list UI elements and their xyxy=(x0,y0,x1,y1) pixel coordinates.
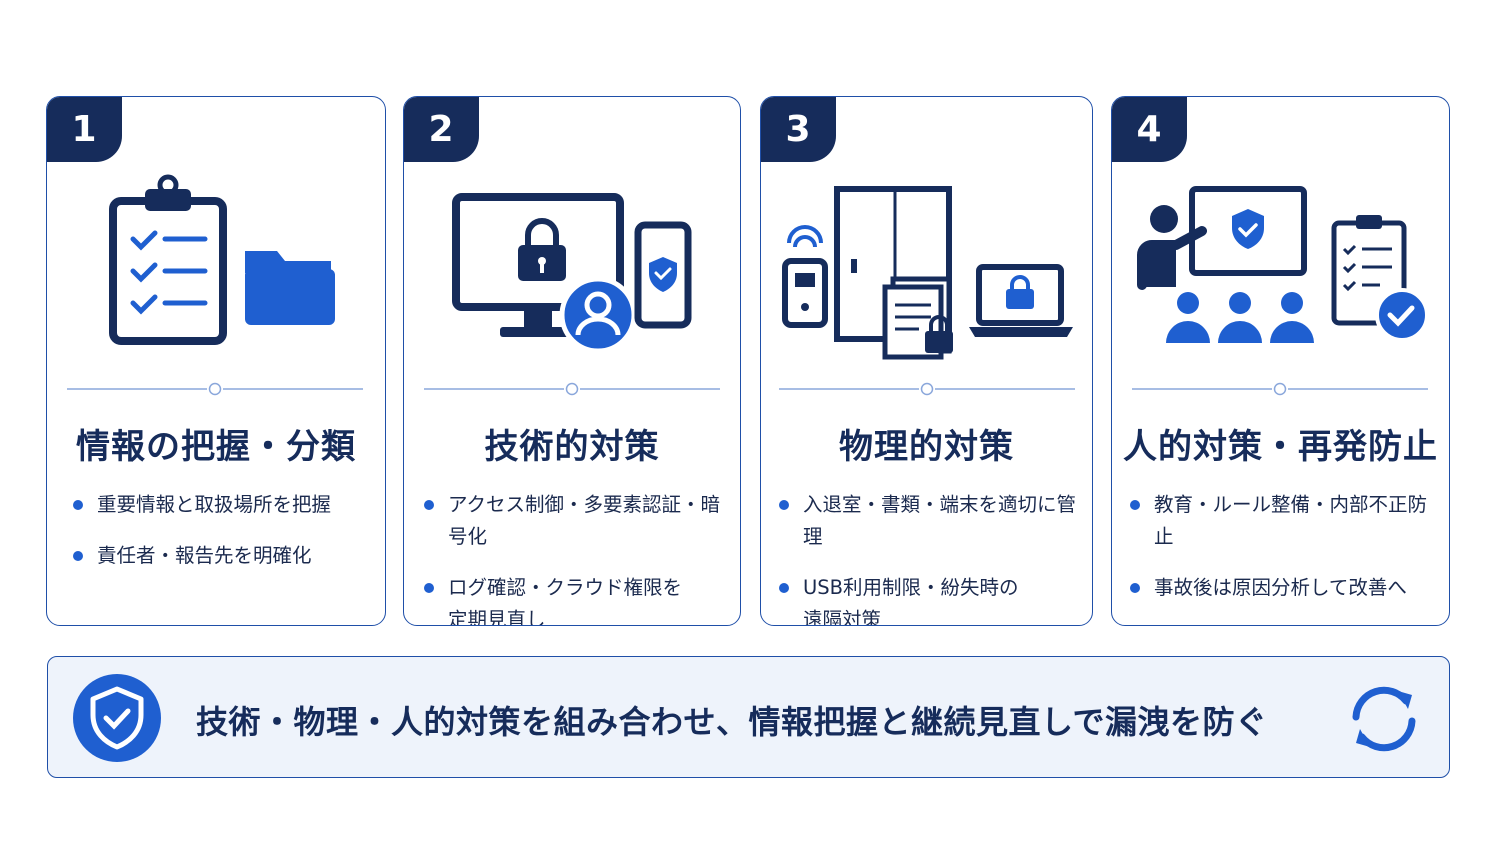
bullet-item: アクセス制御・多要素認証・暗号化 xyxy=(424,489,734,553)
laptop-lock-icon xyxy=(969,264,1073,337)
card-title: 技術的対策 xyxy=(484,427,660,467)
monitor-lock-icon xyxy=(452,193,624,337)
smartphone-shield-icon xyxy=(634,221,692,329)
card-2: 2 技術的対策 アクセス制御・多要素認証・暗号化 ログ確認・クラウド権限を 定 xyxy=(403,96,741,626)
card-3-illustration xyxy=(782,186,1073,360)
card-4-illustration xyxy=(1137,186,1429,343)
bullet-item: 事故後は原因分析して改善へ xyxy=(1130,572,1443,604)
bullet-item: 教育・ルール整備・内部不正防止 xyxy=(1130,489,1443,553)
clipboard-checklist-icon xyxy=(109,174,227,345)
card-divider xyxy=(779,382,1075,396)
summary-text: 技術・物理・人的対策を組み合わせ、情報把握と継続見直しで漏洩を防ぐ xyxy=(196,703,1268,741)
folder-icon xyxy=(245,251,335,325)
bullet-list: 入退室・書類・端末を適切に管理 USB利用制限・紛失時の 遠隔対策 xyxy=(779,489,1086,625)
card-4: 4 人的対策・再 xyxy=(1111,96,1450,626)
card-number: 1 xyxy=(47,97,122,162)
clipboard-check-badge-icon xyxy=(1331,215,1429,342)
card-number: 4 xyxy=(1112,97,1187,162)
documents-lock-icon xyxy=(882,276,953,360)
bullet-list: 重要情報と取扱場所を把握 責任者・報告先を明確化 xyxy=(73,489,379,591)
card-title: 情報の把握・分類 xyxy=(76,427,356,467)
card-1: 1 情報の把握・分類 重要情報と取扱場所を把握 責任者・報告先を明確化 xyxy=(46,96,386,626)
presenter-board-icon xyxy=(1137,186,1307,290)
bullet-item: 責任者・報告先を明確化 xyxy=(73,540,379,572)
card-divider xyxy=(424,382,720,396)
card-title: 人的対策・再発防止 xyxy=(1123,427,1438,467)
refresh-cycle-icon xyxy=(1352,686,1416,752)
card-number: 2 xyxy=(404,97,479,162)
shield-check-icon xyxy=(73,674,161,762)
bullet-item: 重要情報と取扱場所を把握 xyxy=(73,489,379,521)
bullet-item: USB利用制限・紛失時の 遠隔対策 xyxy=(779,572,1086,625)
card-title: 物理的対策 xyxy=(839,427,1014,467)
card-number: 3 xyxy=(761,97,836,162)
summary-banner: 技術・物理・人的対策を組み合わせ、情報把握と継続見直しで漏洩を防ぐ xyxy=(47,656,1450,778)
card-reader-icon xyxy=(782,225,828,328)
card-2-illustration xyxy=(452,193,692,354)
card-divider xyxy=(1132,382,1428,396)
bullet-item: ログ確認・クラウド権限を 定期見直し xyxy=(424,572,734,625)
audience-icon xyxy=(1166,292,1314,343)
card-divider xyxy=(67,382,363,396)
card-1-illustration xyxy=(109,174,335,345)
card-3: 3 xyxy=(760,96,1093,626)
bullet-item: 入退室・書類・端末を適切に管理 xyxy=(779,489,1086,553)
user-icon xyxy=(559,276,637,354)
bullet-list: アクセス制御・多要素認証・暗号化 ログ確認・クラウド権限を 定期見直し xyxy=(424,489,734,625)
bullet-list: 教育・ルール整備・内部不正防止 事故後は原因分析して改善へ xyxy=(1130,489,1443,623)
